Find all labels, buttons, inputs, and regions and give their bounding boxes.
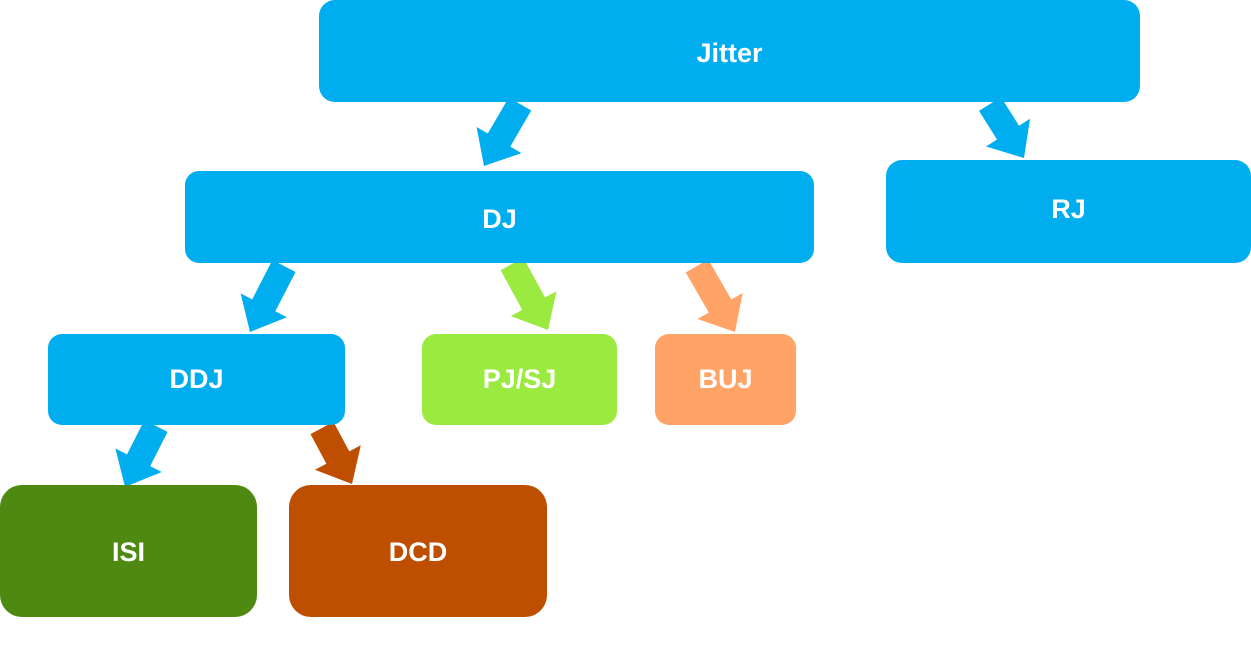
arrow-ddj-to-isi [115,420,168,487]
node-label: DCD [388,536,448,567]
node-dj: DJ [185,171,814,263]
node-isi: ISI [0,485,257,617]
node-jitter: Jitter [319,0,1140,102]
node-label: PJ/SJ [482,364,557,394]
node-label: DDJ [169,364,224,394]
arrow-ddj-to-dcd [310,421,361,484]
arrow-dj-to-ddj [240,260,296,332]
arrow-dj-to-pjsj [500,257,557,330]
arrow-jitter-to-rj [979,97,1030,158]
node-ddj: DDJ [48,334,345,425]
arrow-dj-to-buj [685,259,743,332]
node-label: Jitter [696,37,763,68]
node-label: ISI [111,536,145,567]
arrow-jitter-to-dj [476,97,532,166]
node-label: BUJ [698,364,753,394]
node-label: RJ [1051,194,1086,224]
node-buj: BUJ [655,334,796,425]
node-dcd: DCD [289,485,547,617]
node-rj: RJ [886,160,1251,263]
node-label: DJ [482,203,517,234]
node-pj-sj: PJ/SJ [422,334,617,425]
